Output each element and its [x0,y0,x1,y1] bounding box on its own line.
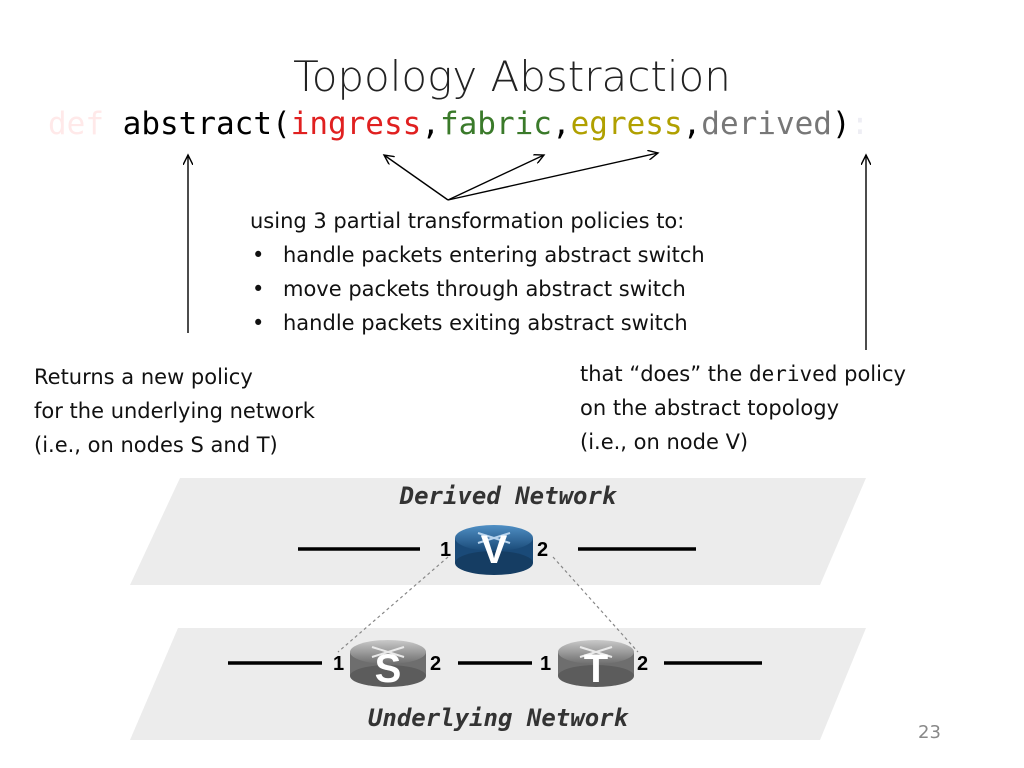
router-arrows-icon [371,646,405,658]
code-keyword: def [48,106,104,142]
list-item: handle packets entering abstract switch [250,238,705,272]
right-note-text: policy [837,362,906,386]
code-function: abstract( [122,106,291,142]
port-label: 1 [540,653,551,675]
right-note-line: that “does” the derived policy [580,357,906,391]
left-note-line: for the underlying network [34,399,315,423]
code-arg-ingress: ingress [290,106,422,142]
router-arrows-icon [477,532,511,544]
router-t [558,640,634,687]
code-signature: def abstract(ingress,fabric,egress,deriv… [48,106,869,142]
port-label: 2 [637,653,648,675]
left-note-line: Returns a new policy [34,365,253,389]
router-v [455,525,533,575]
arrow-to-egress [447,153,658,201]
router-t-label: T [584,647,608,691]
underlying-network-label: Underlying Network [368,704,630,732]
port-label: 1 [333,653,344,675]
slide-number: 23 [918,722,941,743]
right-note-text: that “does” the [580,362,749,386]
code-colon: : [850,106,870,142]
left-note-line: (i.e., on nodes S and T) [34,433,278,457]
mapping-line-v-s [337,556,449,653]
code-arg-fabric: fabric [439,106,552,142]
derived-network-label: Derived Network [399,482,618,510]
router-v-label: V [481,528,508,572]
underlying-network-plane [130,628,866,740]
code-comma: , [682,106,702,142]
router-s [350,640,426,687]
right-note-code: derived [748,362,838,386]
list-item: handle packets exiting abstract switch [250,306,705,340]
right-note-line: on the abstract topology [580,396,840,420]
port-label: 2 [430,653,441,675]
router-s-label: S [375,647,402,691]
arrow-to-ingress [384,155,449,201]
code-comma: , [551,106,571,142]
port-label: 1 [440,539,451,561]
explanation-intro: using 3 partial transformation policies … [250,209,685,233]
left-note: Returns a new policy for the underlying … [34,360,315,462]
arrow-to-fabric [447,155,544,201]
code-arg-derived: derived [701,106,832,142]
code-close-paren: ) [831,106,851,142]
list-item: move packets through abstract switch [250,272,705,306]
code-arg-egress: egress [570,106,683,142]
right-note-line: (i.e., on node V) [580,430,749,454]
router-arrows-icon [579,646,613,658]
code-comma: , [421,106,440,142]
right-note: that “does” the derived policy on the ab… [580,357,906,459]
slide-title: Topology Abstraction [293,52,731,101]
port-label: 2 [537,539,548,561]
explanation-list: using 3 partial transformation policies … [250,204,705,340]
